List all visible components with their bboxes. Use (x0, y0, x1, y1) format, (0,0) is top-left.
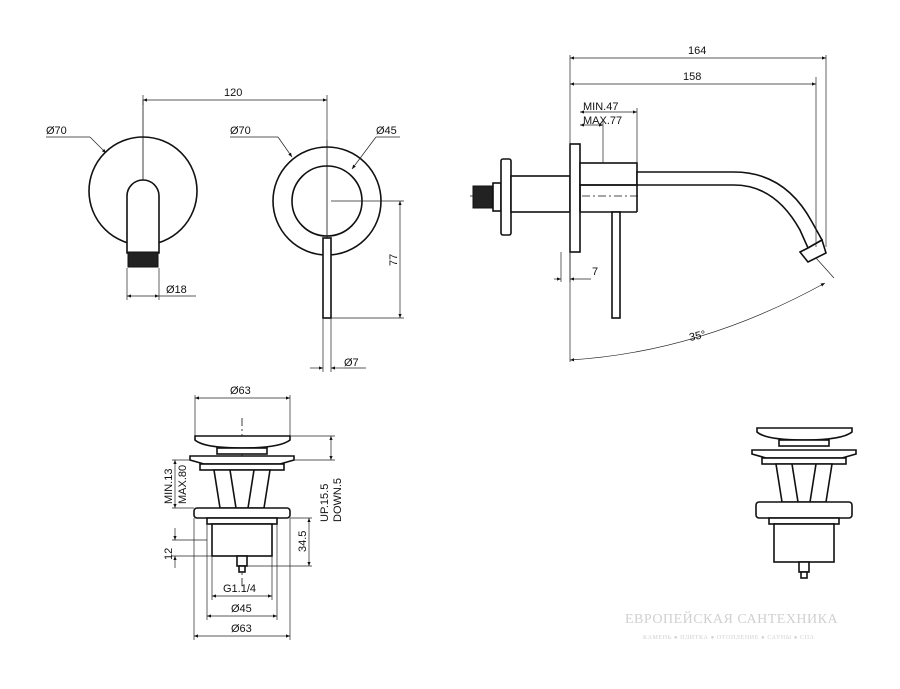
lever-handle (322, 237, 332, 319)
valve-body-flange (500, 158, 512, 236)
spout-aerator (127, 251, 159, 268)
dim-max77: MAX.77 (583, 115, 622, 127)
dim-dia18: Ø18 (166, 284, 187, 296)
handle-body (579, 162, 638, 186)
dim-dia45-mid: Ø45 (376, 125, 397, 137)
wall-plate (569, 143, 581, 253)
spout-front-view: Ø18 Ø70 (46, 100, 198, 300)
dim-120: 120 (224, 87, 242, 99)
dim-158: 158 (683, 71, 701, 83)
dim-164: 164 (688, 45, 706, 57)
drain-cap (194, 435, 291, 449)
dim-dia63-top: Ø63 (230, 385, 251, 397)
drain-plain-view (751, 427, 857, 579)
drain-thread (211, 523, 273, 557)
dim-up15: UP.15.5 (319, 484, 331, 522)
dim-down5: DOWN.5 (332, 478, 344, 522)
dim-dia70-mid: Ø70 (230, 125, 251, 137)
lever-front-view: 77 Ø7 Ø70 Ø45 (230, 125, 404, 372)
dim-7-side: 7 (592, 266, 598, 278)
dim-12: 12 (163, 548, 175, 560)
dim-thread: G1.1/4 (223, 583, 256, 595)
dim-dia45-bot: Ø45 (231, 603, 252, 615)
side-lever (611, 211, 621, 319)
dim-dia63-bot: Ø63 (231, 623, 252, 635)
dim-min47: MIN.47 (583, 101, 618, 113)
drain-dimensioned-view: Ø63 MIN.13 MAX.80 UP.15.5 DOWN.5 34.5 12… (163, 385, 344, 640)
spout-outline (126, 179, 160, 254)
drain-flange (189, 455, 295, 465)
valve-body (510, 175, 571, 213)
dim-dia70-left: Ø70 (46, 125, 67, 137)
dim-34-5: 34.5 (297, 531, 309, 552)
dim-120-group: 120 (142, 87, 328, 140)
spout-side (580, 171, 824, 250)
dim-dia7: Ø7 (344, 357, 359, 369)
dim-max80: MAX.80 (177, 465, 189, 504)
dim-77: 77 (388, 254, 400, 266)
drain-nut (193, 507, 291, 519)
side-view: 164 158 MIN.47 MAX.77 7 35° (470, 45, 835, 362)
valve-connector (472, 185, 494, 209)
watermark-subtitle: КАМЕНЬ ● ПЛИТКА ● ОТОПЛЕНИЕ ● САУНЫ ● СП… (643, 635, 815, 641)
watermark-title: ЕВРОПЕЙСКАЯ САНТЕХНИКА (625, 610, 838, 627)
dim-min13: MIN.13 (163, 469, 175, 504)
watermark: ЕВРОПЕЙСКАЯ САНТЕХНИКА КАМЕНЬ ● ПЛИТКА ●… (625, 610, 838, 641)
drain-body (213, 469, 271, 509)
dim-angle35: 35° (688, 329, 707, 344)
